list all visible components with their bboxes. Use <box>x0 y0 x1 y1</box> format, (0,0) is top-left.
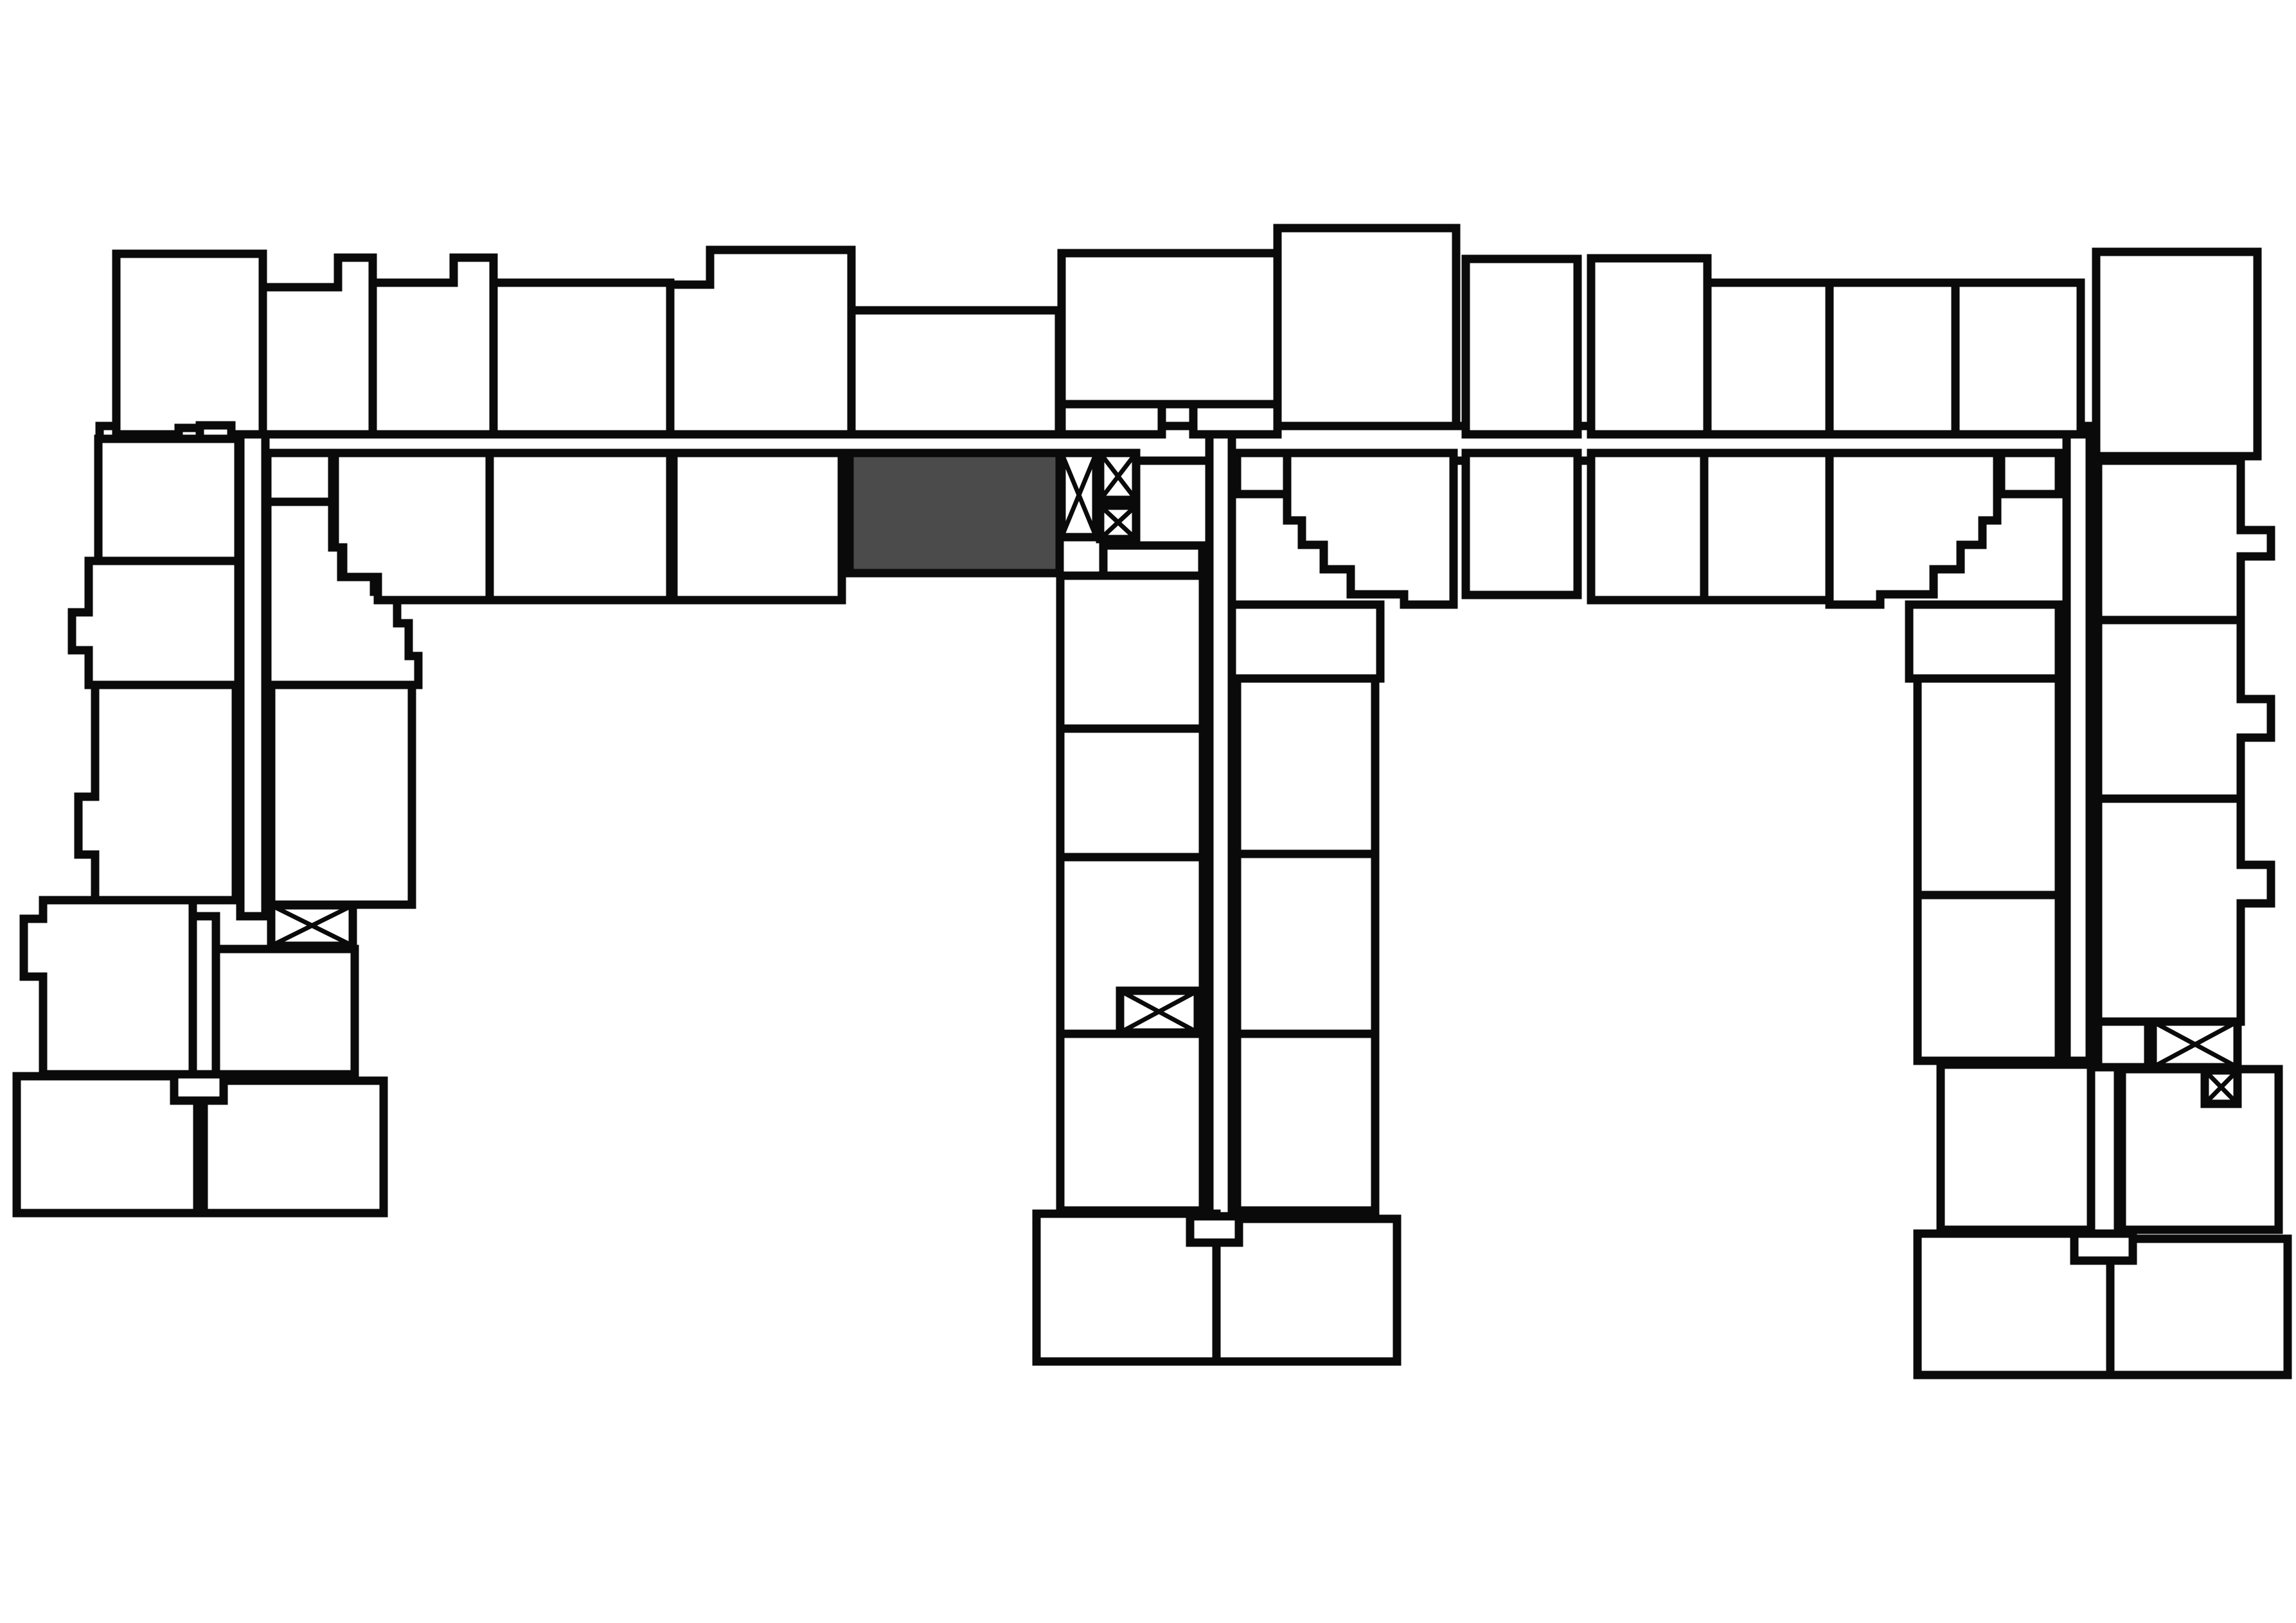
unit-b-stepped <box>1283 448 1458 609</box>
unit-t4 <box>489 278 675 439</box>
stair-shaft-5-diagonal-2 <box>2151 1019 2239 1070</box>
unit-corner-right <box>2092 247 2262 461</box>
unit-aL2 <box>1056 724 1207 862</box>
elevator-shaft-2-diagonal-2 <box>1098 451 1138 502</box>
unit-c5 <box>1997 448 2063 499</box>
unit-lr1-stepped <box>330 448 494 605</box>
unit-cbr <box>1212 1214 1402 1366</box>
unit-rbr <box>2106 1234 2292 1379</box>
unit-rO4 <box>2117 1065 2283 1234</box>
vestibule-right <box>2070 1229 2137 1265</box>
unit-t1 <box>112 249 267 439</box>
unit-rO2 <box>2094 616 2275 803</box>
elevator-shaft-6-diagonal-2 <box>2203 1069 2239 1106</box>
unit-rI1 <box>1913 674 2063 900</box>
unit-highlighted[interactable] <box>845 448 1064 578</box>
vestibule-center <box>1186 1212 1243 1247</box>
entry-vestibule-b <box>1189 400 1282 439</box>
unit-t13 <box>1951 278 2085 439</box>
unit-f2 <box>1905 600 2063 683</box>
stair-shaft-4-diagonal-2 <box>1119 988 1199 1035</box>
unit-c3 <box>1700 448 1834 605</box>
unit-lw1 <box>94 434 243 565</box>
stair-shaft-1-diagonal-2 <box>1059 452 1099 538</box>
unit-lu <box>211 945 359 1079</box>
unit-c2 <box>1587 448 1709 605</box>
unit-c4-stepped <box>1825 448 2002 609</box>
vestibule-left <box>170 1070 228 1105</box>
unit-s1 <box>263 448 337 506</box>
unit-t7 <box>1057 249 1282 409</box>
unit-t12 <box>1825 278 1960 439</box>
stair-shaft-7-diagonal-2 <box>270 903 354 948</box>
unit-bl2 <box>199 1076 388 1218</box>
unit-c1 <box>1461 448 1582 599</box>
unit-rO1 <box>2094 456 2275 625</box>
unit-aR2 <box>1233 849 1380 1038</box>
unit-t5 <box>666 245 856 439</box>
unit-t6 <box>847 306 1063 439</box>
unit-bl1 <box>12 1072 202 1218</box>
unit-t8-raised <box>1273 224 1461 430</box>
unit-aL4 <box>1056 1029 1207 1215</box>
unit-lr3 <box>669 448 846 605</box>
unit-aL1 <box>1056 571 1207 733</box>
unit-t9 <box>1461 254 1582 439</box>
unit-lw4 <box>19 896 197 1079</box>
entry-vestibule-a <box>1057 400 1166 439</box>
unit-f1 <box>1227 600 1385 683</box>
unit-lr2 <box>485 448 675 605</box>
unit-rO3 <box>2094 794 2275 1026</box>
elevator-shaft-3-diagonal-2 <box>1098 504 1138 541</box>
unit-aR3 <box>1233 1029 1380 1215</box>
unit-lw2 <box>67 556 243 689</box>
unit-lw3 <box>74 680 240 905</box>
corridor-right-vertical <box>2062 430 2094 1065</box>
unit-rS <box>2094 1017 2153 1072</box>
unit-rI3 <box>1936 1060 2096 1234</box>
unit-t3 <box>368 253 498 439</box>
corridor-center-vertical <box>1205 430 1236 1221</box>
unit-rI2 <box>1913 891 2063 1065</box>
unit-t10 <box>1587 254 1712 439</box>
unit-t2 <box>258 253 377 439</box>
corridor-left-vertical <box>236 430 270 921</box>
unit-t11 <box>1703 278 1834 439</box>
unit-inner-tall-left <box>267 680 416 909</box>
unit-aR1 <box>1233 674 1380 858</box>
unit-aR0 <box>1233 448 1292 499</box>
